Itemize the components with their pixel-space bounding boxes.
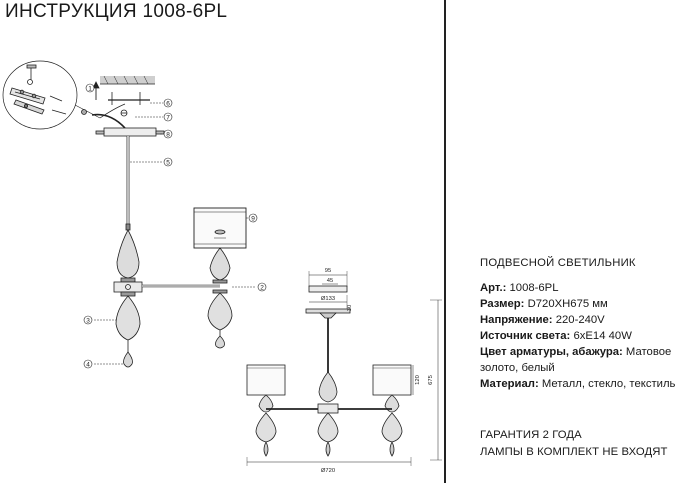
warranty-block: ГАРАНТИЯ 2 ГОДА ЛАМПЫ В КОМПЛЕКТ НЕ ВХОД… xyxy=(480,427,668,461)
spec-label: Арт.: xyxy=(480,282,507,294)
svg-text:7: 7 xyxy=(166,114,170,121)
lamps-note: ЛАМПЫ В КОМПЛЕКТ НЕ ВХОДЯТ xyxy=(480,446,668,458)
dim-total-diameter: Ø720 xyxy=(321,468,335,474)
spec-label: Источник света: xyxy=(480,330,571,342)
svg-text:3: 3 xyxy=(86,317,90,324)
spec-list: Арт.: 1008-6PL Размер: D720XH675 мм Напр… xyxy=(480,280,690,392)
callout-2: 2 xyxy=(257,282,267,291)
spec-label: Цвет арматуры, абажура: xyxy=(480,346,623,358)
spec-value: Матовое золото, белый xyxy=(480,346,672,374)
mount-detail-circle xyxy=(2,60,101,130)
spec-value: D720XH675 мм xyxy=(524,298,608,310)
spec-label: Напряжение: xyxy=(480,314,553,326)
callout-5: 5 xyxy=(163,157,173,166)
spec-value: 220-240V xyxy=(552,314,605,326)
dim-top-width: 95 xyxy=(325,268,331,274)
spec-article: Арт.: 1008-6PL xyxy=(480,280,690,296)
spec-light-source: Источник света: 6xE14 40W xyxy=(480,328,690,344)
callout-7: 7 xyxy=(163,112,173,121)
callout-1: 1 xyxy=(85,83,95,92)
spec-label: Размер: xyxy=(480,298,525,310)
spec-voltage: Напряжение: 220-240V xyxy=(480,312,690,328)
assembly-drawing: 1 2 3 4 5 6 7 8 9 95 45 Ø133 30 120 675 … xyxy=(2,60,442,474)
spec-material: Материал: Металл, стекло, текстиль xyxy=(480,376,690,392)
callout-3: 3 xyxy=(83,315,93,324)
svg-text:9: 9 xyxy=(251,215,255,222)
dim-canopy-height: 30 xyxy=(347,305,353,311)
svg-text:2: 2 xyxy=(260,284,264,291)
spec-size: Размер: D720XH675 мм xyxy=(480,296,690,312)
dim-total-height: 675 xyxy=(428,375,434,385)
svg-text:6: 6 xyxy=(166,100,170,107)
callout-8: 8 xyxy=(163,129,173,138)
callout-9: 9 xyxy=(248,213,258,222)
spec-value: 1008-6PL xyxy=(506,282,559,294)
spec-color: Цвет арматуры, абажура: Матовое золото, … xyxy=(480,344,690,376)
callout-6: 6 xyxy=(163,98,173,107)
dim-shade-height: 120 xyxy=(415,375,421,385)
spec-value: Металл, стекло, текстиль xyxy=(538,378,676,390)
spec-value: 6xE14 40W xyxy=(570,330,632,342)
product-type: ПОДВЕСНОЙ СВЕТИЛЬНИК xyxy=(480,257,636,269)
dim-canopy-diameter: Ø133 xyxy=(321,296,335,302)
page-title: ИНСТРУКЦИЯ 1008-6PL xyxy=(5,1,228,22)
dim-inner-width: 45 xyxy=(327,278,333,284)
svg-text:8: 8 xyxy=(166,131,170,138)
warranty-text: ГАРАНТИЯ 2 ГОДА xyxy=(480,429,582,441)
svg-text:5: 5 xyxy=(166,159,170,166)
spec-label: Материал: xyxy=(480,378,539,390)
svg-text:1: 1 xyxy=(88,85,92,92)
front-view-drawing xyxy=(246,271,442,466)
callout-4: 4 xyxy=(83,359,93,368)
vertical-divider xyxy=(444,0,446,483)
svg-text:4: 4 xyxy=(86,361,90,368)
ceiling-hatch xyxy=(100,75,155,85)
